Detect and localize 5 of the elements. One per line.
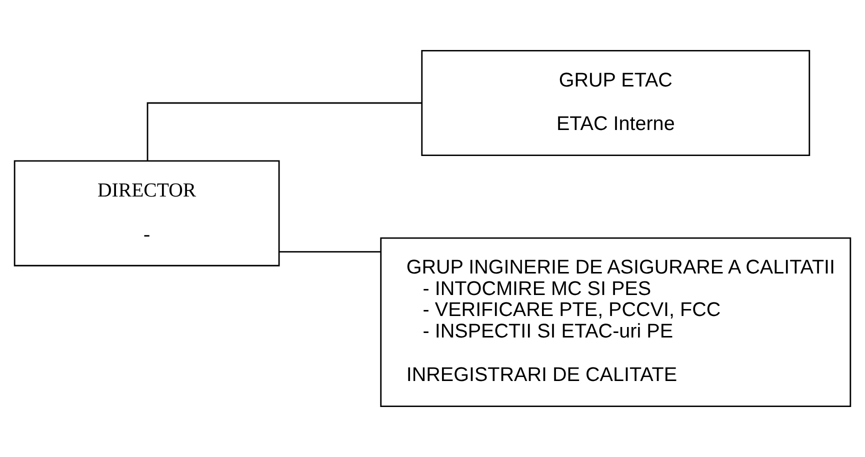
node-box: GRUP INGINERIE DE ASIGURARE A CALITATII - INTOCMIRE MC SI PES - VERIFICARE PTE, PCCVI, FCC - INSPECTII SI ETAC-uri PE INREGISTRARI DE CALITATE bbox=[380, 237, 852, 408]
connector bbox=[146, 102, 422, 161]
connector bbox=[279, 251, 381, 253]
node-box: GRUP ETAC ETAC Interne bbox=[421, 50, 810, 156]
node-box: DIRECTOR - bbox=[14, 160, 280, 266]
